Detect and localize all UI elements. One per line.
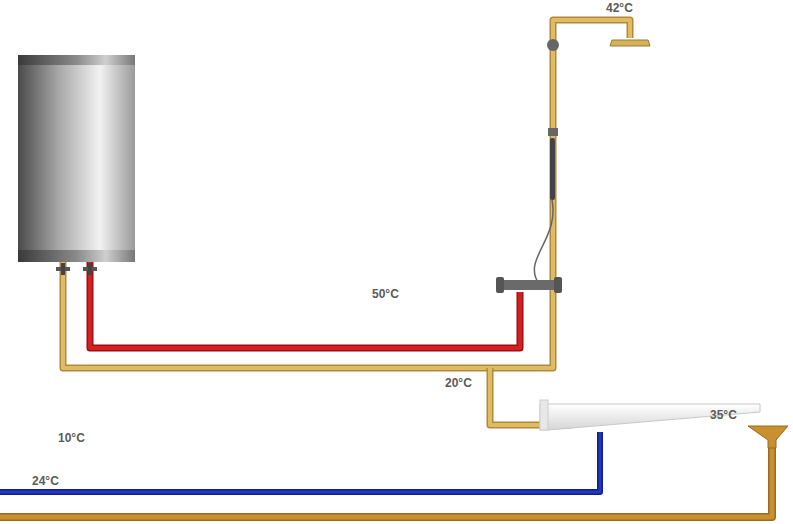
temperature-label: 24°C xyxy=(32,474,59,488)
mixer-valve xyxy=(496,277,562,293)
shower-head xyxy=(610,40,650,46)
tank-valves xyxy=(56,263,97,275)
temperature-label: 20°C xyxy=(445,376,472,390)
temperature-label: 35°C xyxy=(710,408,737,422)
water-heater xyxy=(18,55,135,262)
tank-body xyxy=(18,58,135,258)
tank-top-cap xyxy=(18,55,135,65)
blue-pipe xyxy=(0,432,600,492)
hot-pipe xyxy=(90,262,520,348)
tank-bottom-cap xyxy=(18,250,135,262)
hand-shower xyxy=(534,128,558,285)
temperature-label: 42°C xyxy=(606,1,633,15)
column-joint xyxy=(547,39,559,51)
drain-funnel xyxy=(748,426,788,448)
cold-pipe xyxy=(63,262,570,425)
basin xyxy=(540,400,760,430)
drain-pipe xyxy=(0,446,772,517)
temperature-label: 50°C xyxy=(372,287,399,301)
shower-column xyxy=(553,20,630,282)
temperature-label: 10°C xyxy=(58,431,85,445)
